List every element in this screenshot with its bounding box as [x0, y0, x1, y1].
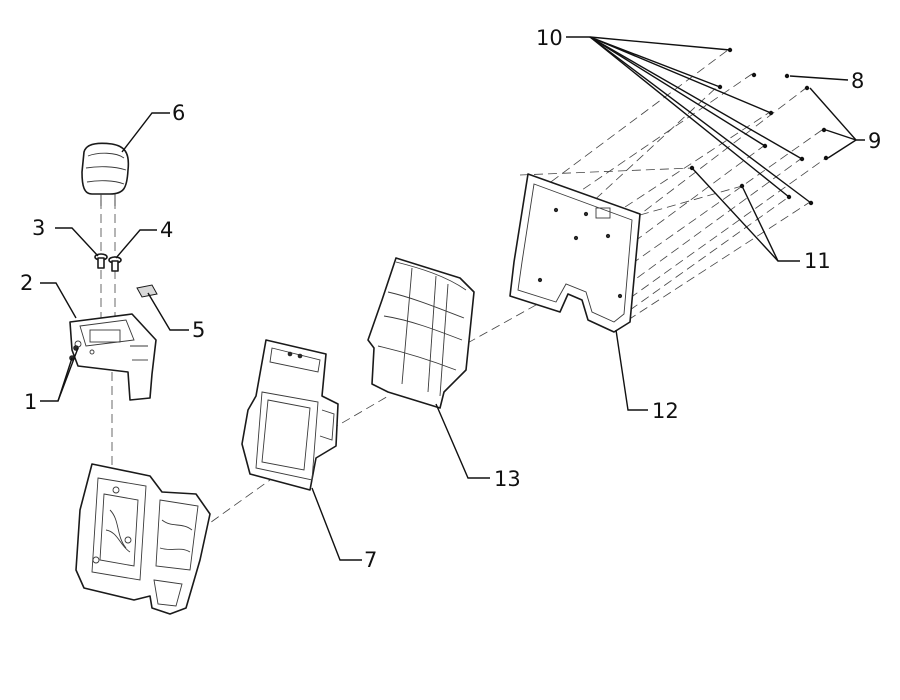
- headrest-guide-3: [94, 253, 108, 269]
- headrest-part: [81, 142, 130, 206]
- callout-9: 9: [868, 129, 881, 153]
- callout-8: 8: [851, 69, 864, 93]
- callout-2: 2: [20, 271, 33, 295]
- callout-7: 7: [364, 548, 377, 572]
- clip-part: [136, 284, 158, 298]
- callout-3: 3: [32, 216, 45, 240]
- callout-12: 12: [652, 399, 679, 423]
- seat-back-frame: [75, 463, 211, 615]
- fastener-dots: [689, 47, 829, 206]
- callout-11: 11: [804, 249, 831, 273]
- rear-back-panel-part: [509, 173, 641, 333]
- callout-5: 5: [192, 318, 205, 342]
- callout-4: 4: [160, 218, 173, 242]
- leader-lines: [40, 36, 865, 561]
- callout-13: 13: [494, 467, 521, 491]
- callout-labels: 1 2 3 4 5 6 7 8 9 10 11 12 13: [20, 26, 881, 572]
- back-cushion-pad-part: [241, 339, 339, 491]
- headrest-guide-4: [108, 256, 122, 272]
- callout-1: 1: [24, 390, 37, 414]
- callout-10: 10: [536, 26, 563, 50]
- back-foam-cover-part: [367, 257, 475, 409]
- callout-6: 6: [172, 101, 185, 125]
- upper-back-panel-part: [69, 313, 157, 401]
